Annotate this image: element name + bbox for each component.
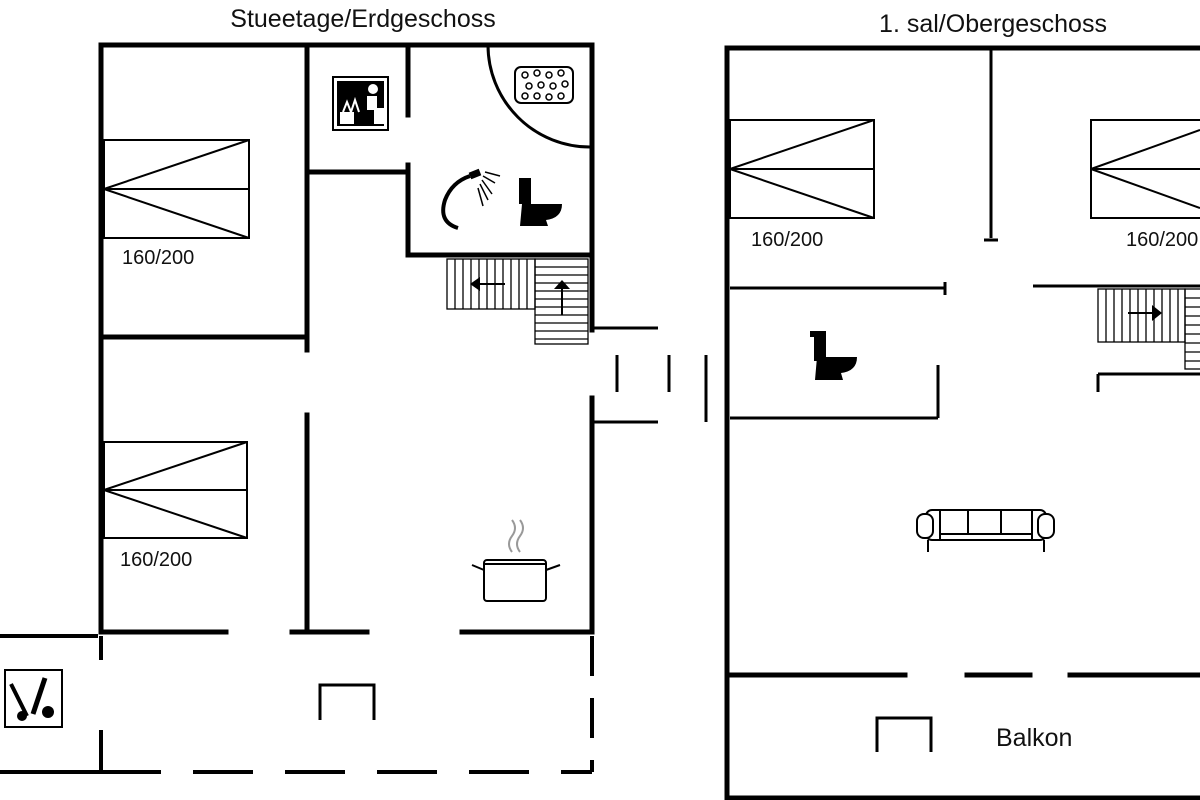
terrace-outline bbox=[0, 634, 594, 774]
bed-2-size: 160/200 bbox=[120, 549, 192, 571]
bed-4-size: 160/200 bbox=[1126, 229, 1198, 251]
stairs-arrow-left bbox=[470, 277, 480, 291]
bed-4 bbox=[1090, 119, 1200, 219]
toilet-icon bbox=[810, 331, 857, 380]
upper-floor-title: 1. sal/Obergeschoss bbox=[879, 10, 1107, 38]
bbq-icon bbox=[4, 669, 63, 728]
ground-floor-title: Stueetage/Erdgeschoss bbox=[230, 5, 495, 33]
ground-floor-thin-walls bbox=[305, 165, 708, 424]
stove-icon bbox=[471, 519, 561, 602]
upper-floor-thin-walls bbox=[730, 50, 1200, 420]
bed-1 bbox=[103, 139, 250, 239]
bed-3-size: 160/200 bbox=[751, 229, 823, 251]
upper-floor-walls bbox=[724, 45, 1200, 800]
stairs-icon bbox=[1097, 288, 1200, 370]
bed-2 bbox=[103, 441, 248, 539]
sofa-icon bbox=[916, 509, 1055, 552]
balcony-table bbox=[875, 716, 933, 752]
hot-tub-icon bbox=[514, 66, 574, 104]
ground-floor-walls bbox=[98, 42, 595, 635]
fireplace-icon bbox=[318, 683, 376, 720]
stairs-icon bbox=[446, 258, 589, 345]
sauna-icon bbox=[332, 76, 389, 131]
shower-icon bbox=[441, 168, 501, 230]
bed-3 bbox=[729, 119, 875, 219]
stairs-arrow-right bbox=[1152, 305, 1162, 321]
balcony-label: Balkon bbox=[996, 724, 1072, 752]
stairs-arrow-up bbox=[554, 280, 570, 289]
toilet-icon bbox=[519, 178, 562, 226]
bed-1-size: 160/200 bbox=[122, 247, 194, 269]
door-arc bbox=[486, 44, 591, 149]
